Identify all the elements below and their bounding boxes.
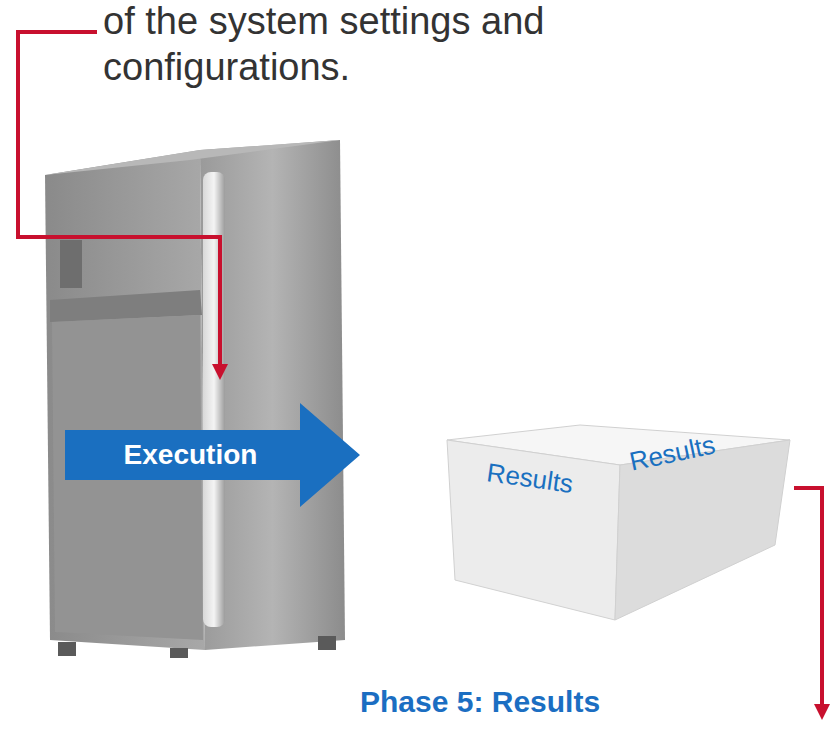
server-cabinet	[45, 140, 345, 658]
leader-line	[794, 488, 822, 712]
execution-arrow: Execution	[65, 403, 360, 507]
cube-shape	[445, 425, 795, 625]
phase-heading: Phase 5: Results	[360, 684, 690, 720]
step-label: Execution	[124, 439, 258, 471]
note-text: of the system settings and configuration…	[103, 0, 743, 90]
results-cube: ResultsResults	[445, 425, 795, 625]
